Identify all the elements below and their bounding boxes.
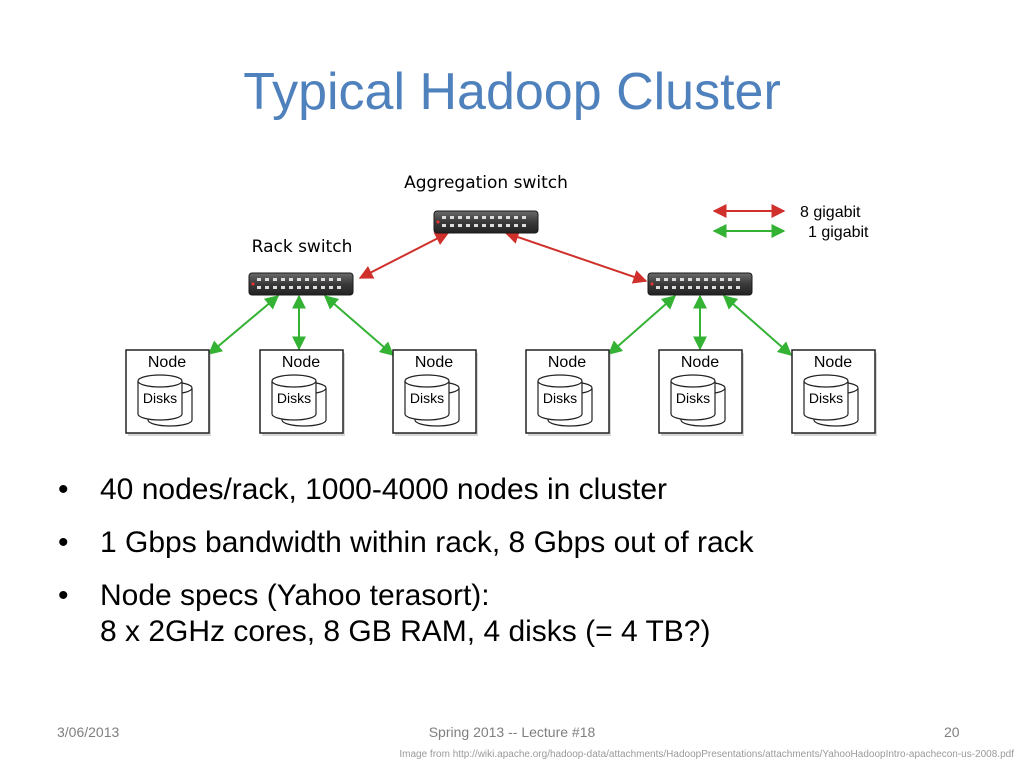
image-credit: Image from http://wiki.apache.org/hadoop… — [399, 749, 1014, 760]
bullet-item: • 40 nodes/rack, 1000-4000 nodes in clus… — [58, 472, 998, 508]
link-right-3 — [722, 295, 793, 356]
uplink-left — [358, 232, 450, 279]
rack-switch-left — [248, 272, 354, 296]
legend-8-gigabit: 8 gigabit — [800, 204, 861, 221]
disk-stack-icon — [803, 374, 859, 427]
footer-page-number: 20 — [944, 724, 960, 740]
bullet-text: Node specs (Yahoo terasort): — [100, 579, 490, 612]
disks-label: Disks — [143, 390, 177, 406]
node-label: Node — [814, 354, 852, 371]
node-2: Node Disks — [259, 349, 345, 436]
node-3: Node Disks — [392, 349, 478, 436]
disk-stack-icon — [137, 374, 193, 427]
disks-label: Disks — [676, 390, 710, 406]
footer-date: 3/06/2013 — [57, 724, 120, 740]
node-5: Node Disks — [658, 349, 744, 436]
bullet-item: • Node specs (Yahoo terasort): 8 x 2GHz … — [58, 578, 998, 650]
disks-label: Disks — [543, 390, 577, 406]
disk-stack-icon — [404, 374, 460, 427]
disk-stack-icon — [670, 374, 726, 427]
disks-label: Disks — [809, 390, 843, 406]
node-label: Node — [282, 354, 320, 371]
bullet-item: • 1 Gbps bandwidth within rack, 8 Gbps o… — [58, 525, 998, 561]
bullet-list: • 40 nodes/rack, 1000-4000 nodes in clus… — [58, 472, 998, 667]
node-label: Node — [681, 354, 719, 371]
bullet-text-continuation: 8 x 2GHz cores, 8 GB RAM, 4 disks (= 4 T… — [100, 615, 711, 648]
disks-label: Disks — [410, 390, 444, 406]
node-label: Node — [148, 354, 186, 371]
legend-1-gigabit: 1 gigabit — [808, 224, 869, 241]
legend: 8 gigabit 1 gigabit — [712, 204, 869, 241]
slide-title: Typical Hadoop Cluster — [243, 63, 781, 121]
disks-label: Disks — [277, 390, 311, 406]
footer-course: Spring 2013 -- Lecture #18 — [428, 724, 596, 740]
bullet-text: 1 Gbps bandwidth within rack, 8 Gbps out… — [100, 526, 754, 559]
bullet-dot-icon: • — [58, 579, 69, 612]
link-right-1 — [607, 295, 677, 355]
cluster-diagram: Aggregation switch Rack switch 8 gigabit… — [125, 173, 877, 436]
disk-stack-icon — [537, 374, 593, 427]
node-label: Node — [415, 354, 453, 371]
uplink-right — [504, 230, 648, 284]
bullet-dot-icon: • — [58, 526, 69, 559]
node-1: Node Disks — [125, 349, 211, 436]
bullet-text: 40 nodes/rack, 1000-4000 nodes in cluste… — [100, 473, 668, 506]
link-left-3 — [323, 295, 395, 356]
aggregation-switch-label: Aggregation switch — [404, 173, 568, 193]
disk-stack-icon — [271, 374, 327, 427]
node-6: Node Disks — [791, 349, 877, 436]
rack-switch-label: Rack switch — [252, 237, 353, 257]
aggregation-switch — [433, 210, 539, 234]
rack-switch-right — [647, 272, 753, 296]
node-label: Node — [548, 354, 586, 371]
bullet-dot-icon: • — [58, 473, 69, 506]
node-4: Node Disks — [525, 349, 611, 436]
link-left-1 — [207, 295, 280, 355]
